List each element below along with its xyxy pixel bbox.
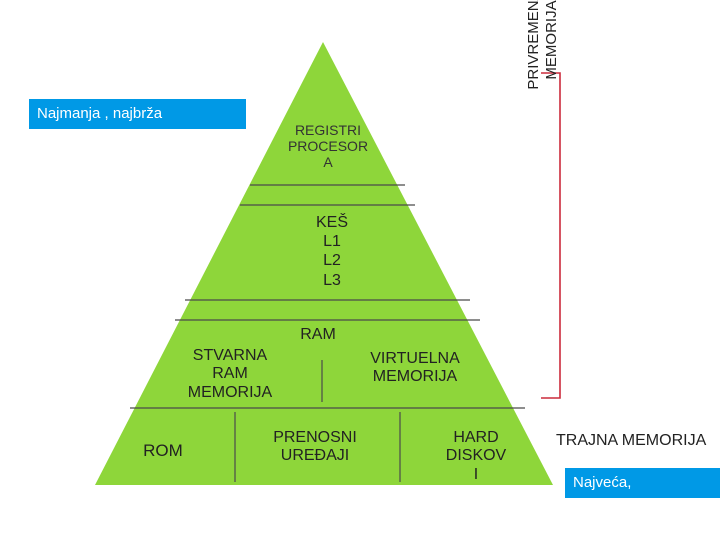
hard-disk-label: HARD DISKOV I [445,429,507,483]
ram-level-label: RAM [300,326,336,343]
cache-level-label: KEŠ L1 L2 L3 [315,214,348,289]
pyramid-shape [95,42,553,485]
temporary-memory-bracket [541,72,561,399]
permanent-memory-label: TRAJNA MEMORIJA [556,432,707,449]
registers-level-label: REGISTRI PROCESOR A [287,122,369,171]
temporary-memory-label: PRIVREMENA MEMORIJA [525,0,560,90]
physical-ram-label: STVARNA RAM MEMORIJA [187,347,273,401]
rom-label: ROM [143,441,183,460]
largest-label: Najveća, [565,468,720,498]
removable-devices-label: PRENOSNI UREĐAJI [273,429,357,465]
smallest-fastest-label: Najmanja , najbrža [29,99,246,129]
virtual-memory-label: VIRTUELNA MEMORIJA [370,350,460,386]
